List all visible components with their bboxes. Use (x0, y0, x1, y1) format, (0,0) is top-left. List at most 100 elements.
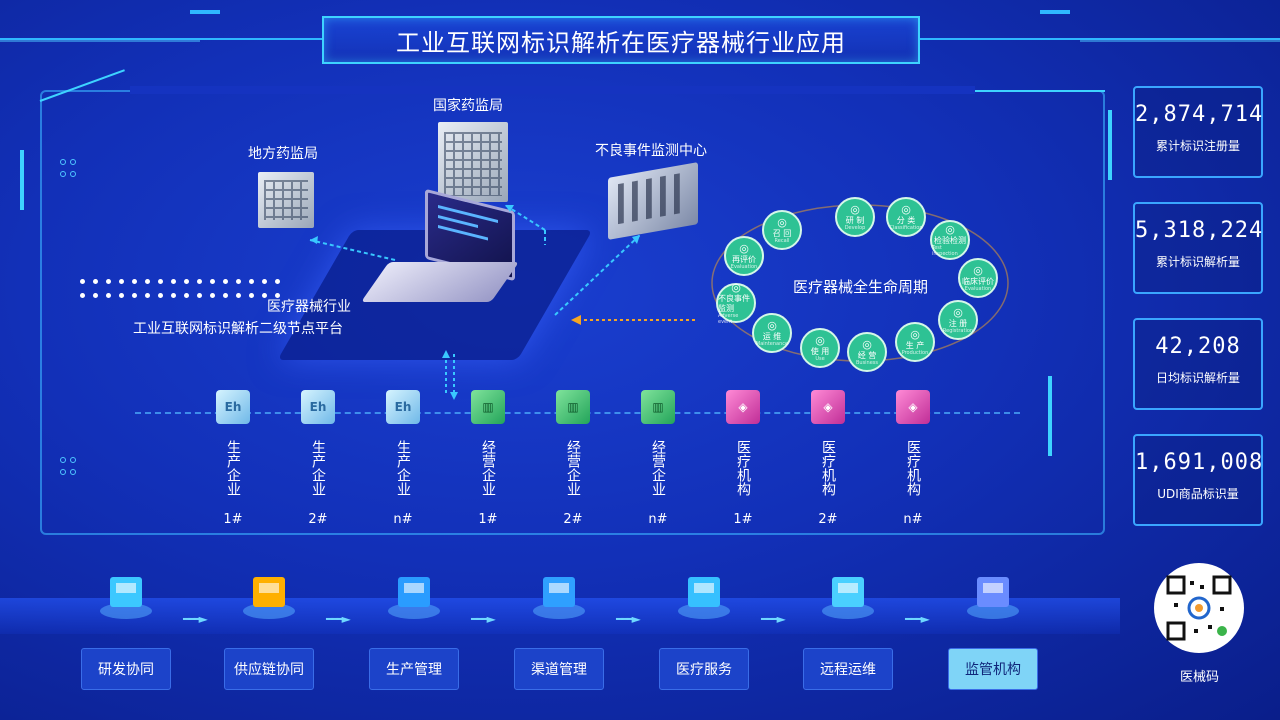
stage-button[interactable]: 监管机构 (948, 648, 1038, 690)
flow-arrow-icon: ━━━► (471, 612, 496, 626)
store-cube-icon: ▥ (471, 390, 505, 424)
decor-dot-row-bottom (80, 283, 288, 302)
frame-side-bar-left (20, 150, 24, 210)
lifecycle-stage-sublabel: Evaluation (730, 264, 758, 271)
flow-arrow-icon: ━━━► (905, 612, 930, 626)
decor-dot-row-top (80, 269, 288, 288)
stat-value: 42,208 (1155, 334, 1241, 359)
local-fda-building-icon (258, 172, 314, 228)
stat-card-resolved: 5,318,224 累计标识解析量 (1133, 202, 1263, 294)
lifecycle-stage-label: 经 营 (857, 350, 877, 360)
medical-service-icon (674, 563, 734, 623)
flow-arrow-icon: ━━━► (761, 612, 786, 626)
stat-value: 5,318,224 (1135, 218, 1264, 243)
header-tick-right (1040, 10, 1070, 14)
lifecycle-stage-sublabel: Develop (844, 225, 866, 232)
enterprise-node-label: 生产企业 (310, 440, 326, 496)
flow-arrow-icon: ━━━► (326, 612, 351, 626)
lifecycle-stage-icon: ◎ (945, 222, 955, 236)
lifecycle-stage-label: 不良事件监测 (718, 294, 750, 313)
factory-cube-icon: Eh (301, 390, 335, 424)
qr-code[interactable] (1154, 563, 1244, 653)
lifecycle-stage-icon: ◎ (910, 327, 920, 341)
lifecycle-stage-label: 分 类 (896, 215, 916, 225)
frame-accent-tr (975, 90, 1105, 92)
frame-side-bar-right (1108, 110, 1112, 180)
enterprise-node[interactable]: ◈ 医疗机构 2# (801, 390, 855, 527)
frame-side-bar-right2 (1048, 376, 1052, 456)
platform-arrows (309, 204, 546, 261)
enterprise-node-number: 2# (563, 512, 583, 527)
enterprise-node-label: 医疗机构 (735, 440, 751, 496)
header-line-right (920, 38, 1280, 40)
store-cube-icon: ▥ (641, 390, 675, 424)
lifecycle-stage-label: 使 用 (810, 346, 830, 356)
flow-arrow-icon: ━━━► (616, 612, 641, 626)
lifecycle-stage-sublabel: Classification (889, 225, 923, 232)
stat-card-daily: 42,208 日均标识解析量 (1133, 318, 1263, 410)
platform-label-line1: 医疗器械行业 (267, 299, 351, 315)
lifecycle-stage-icon: ◎ (777, 215, 787, 229)
qr-label: 医械码 (1180, 670, 1220, 685)
enterprise-node-number: 1# (478, 512, 498, 527)
decor-dots-4 (60, 460, 80, 479)
lifecycle-stage-label: 运 维 (762, 331, 782, 341)
lifecycle-stage-label: 注 册 (948, 318, 968, 328)
header-line-left (0, 38, 322, 40)
header-deco-right (1080, 40, 1280, 52)
enterprise-node-number: 2# (818, 512, 838, 527)
lifecycle-stage-sublabel: Use (815, 356, 825, 363)
stage-button[interactable]: 生产管理 (369, 648, 459, 690)
enterprise-node-label: 生产企业 (395, 440, 411, 496)
lifecycle-stage-icon: ◎ (973, 263, 983, 277)
enterprise-node-number: 1# (733, 512, 753, 527)
lifecycle-stage-sublabel: Recall (774, 238, 790, 245)
hospital-cube-icon: ◈ (811, 390, 845, 424)
truck-icon (529, 563, 589, 623)
lifecycle-stage-label: 再评价 (732, 254, 756, 264)
lifecycle-stage-icon: ◎ (862, 337, 872, 351)
stage-button[interactable]: 渠道管理 (514, 648, 604, 690)
enterprise-node[interactable]: ◈ 医疗机构 1# (716, 390, 770, 527)
lifecycle-stage-icon: ◎ (731, 280, 741, 294)
lifecycle-stage-sublabel: Registration (942, 328, 974, 335)
lifecycle-stage-label: 检验检测 (934, 235, 966, 245)
enterprise-node-number: n# (903, 512, 923, 527)
stage-button[interactable]: 医疗服务 (659, 648, 749, 690)
enterprise-node-label: 生产企业 (225, 440, 241, 496)
stage-button[interactable]: 供应链协同 (224, 648, 314, 690)
adverse-center-label: 不良事件监测中心 (595, 143, 707, 159)
lifecycle-stage-label: 研 制 (845, 215, 865, 225)
production-icon (384, 563, 444, 623)
stage-button[interactable]: 远程运维 (803, 648, 893, 690)
stat-label: 累计标识注册量 (1155, 139, 1240, 153)
hospital-cube-icon: ◈ (726, 390, 760, 424)
lifecycle-stage-sublabel: Test inspection (932, 245, 958, 258)
stage-button[interactable]: 研发协同 (81, 648, 171, 690)
national-fda-building-icon (438, 122, 508, 202)
platform-to-nodes-arrow (442, 350, 458, 400)
enterprise-node-label: 医疗机构 (820, 440, 836, 496)
stat-value: 1,691,008 (1135, 450, 1264, 475)
flow-arrow-icon: ━━━► (183, 612, 208, 626)
lifecycle-stage-sublabel: Evaluation (964, 286, 992, 293)
